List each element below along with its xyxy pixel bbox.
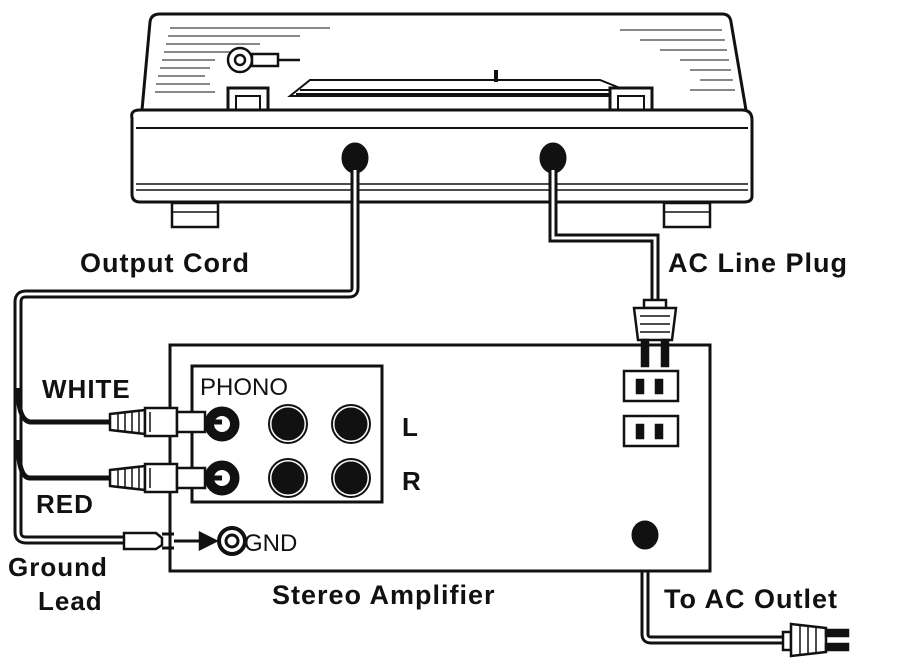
- jack-row-right: [204, 458, 371, 498]
- white-lead: [15, 387, 110, 425]
- label-left-channel: L: [402, 412, 419, 442]
- ground-lead-spade: [122, 530, 219, 552]
- label-red: RED: [36, 489, 94, 519]
- ac-line-plug: [632, 298, 678, 368]
- label-stereo-amplifier: Stereo Amplifier: [272, 580, 496, 610]
- turntable-base: [130, 108, 754, 204]
- dust-cover-shading: [155, 27, 735, 93]
- ground-arrow-icon: [198, 530, 219, 552]
- amp-ac-outlets: [622, 369, 680, 448]
- rca-plug-white: [108, 406, 222, 438]
- left-foot: [170, 201, 220, 229]
- tonearm: [226, 46, 300, 74]
- red-lead: [15, 439, 110, 481]
- label-ac-line-plug: AC Line Plug: [668, 248, 848, 278]
- label-ground-lead-1: Ground: [8, 552, 108, 582]
- platter: [287, 70, 641, 97]
- label-phono: PHONO: [200, 374, 288, 401]
- wall-plug: [781, 622, 850, 658]
- aux-jack-left-2: [334, 407, 368, 441]
- label-to-ac-outlet: To AC Outlet: [664, 584, 838, 614]
- right-foot: [662, 201, 712, 229]
- output-cord-grommet: [341, 142, 369, 174]
- aux-jack-left-1: [271, 407, 305, 441]
- aux-jack-right-1: [271, 461, 305, 495]
- turntable: [130, 12, 754, 229]
- cables: [13, 170, 785, 645]
- stereo-amplifier: [168, 343, 712, 573]
- label-output-cord: Output Cord: [80, 248, 250, 278]
- rca-plug-red: [108, 462, 222, 494]
- aux-jack-right-2: [334, 461, 368, 495]
- label-white: WHITE: [42, 374, 131, 404]
- jack-row-left: [204, 404, 371, 444]
- label-right-channel: R: [402, 466, 422, 496]
- amp-power-grommet: [631, 520, 659, 550]
- ac-cord-grommet: [539, 142, 567, 174]
- label-ground-lead-2: Lead: [38, 586, 103, 616]
- label-gnd: GND: [244, 530, 297, 557]
